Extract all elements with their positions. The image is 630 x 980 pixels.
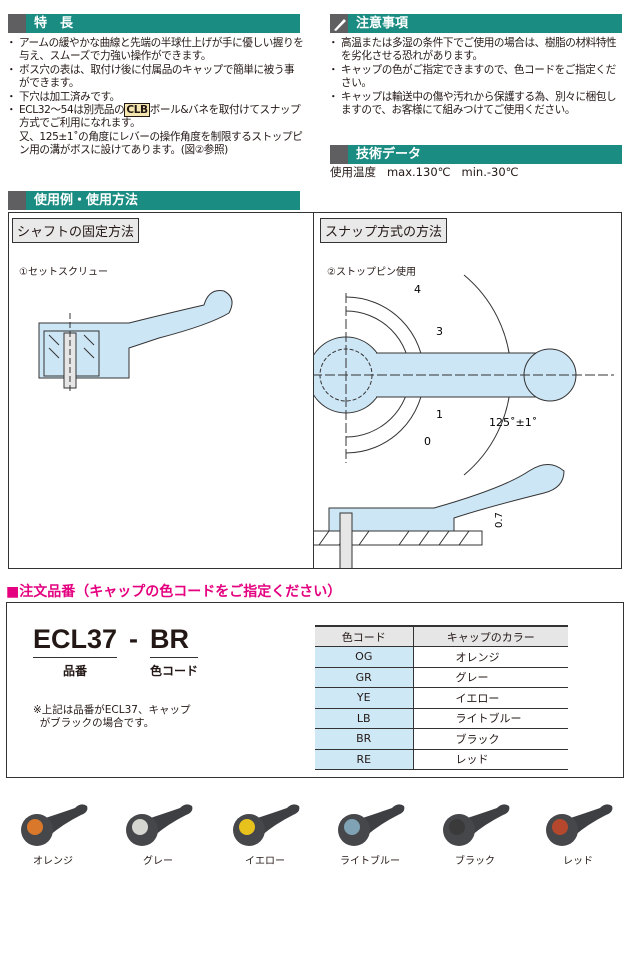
product-image-2: イエロー <box>215 800 315 867</box>
product-image-0: オレンジ <box>3 800 103 867</box>
color-cell: レッド <box>413 749 568 770</box>
product-image-1: グレー <box>108 800 208 867</box>
product-label: ライトブルー <box>340 856 400 867</box>
pencil-icon <box>334 19 346 31</box>
cap-icon <box>449 819 465 835</box>
scale-mark: 4 <box>414 283 421 296</box>
tech-temp: 使用温度 max.130℃ min.-30℃ <box>330 165 519 179</box>
product-image-5: レッド <box>528 800 628 867</box>
scale-mark: 0 <box>424 435 431 448</box>
cautions-title: 注意事項 <box>356 16 409 31</box>
lever-icon <box>338 804 405 846</box>
product-image-4: ブラック <box>425 800 525 867</box>
snap-method-label: スナップ方式の方法 <box>320 218 448 243</box>
code-cell: OG <box>315 646 414 668</box>
product-label: ブラック <box>455 856 495 867</box>
set-screw-label: ①セットスクリュー <box>19 267 108 278</box>
lever-icon <box>233 804 300 846</box>
color-cell: ブラック <box>413 728 568 750</box>
color-code-label: 色コード <box>150 657 199 679</box>
code-cell: BR <box>315 728 414 750</box>
code-cell: LB <box>315 708 414 729</box>
set-screw-diagram <box>38 290 233 393</box>
color-code: BR <box>150 624 190 654</box>
scale-mark: 3 <box>436 325 443 338</box>
color-code-group: BR 色コード <box>150 621 199 679</box>
feature-text: ECL32～54は別売品の <box>19 104 125 117</box>
product-label: グレー <box>143 856 173 867</box>
features-header: 特 長 <box>8 14 300 33</box>
cap-icon <box>239 819 255 835</box>
header-color: キャップのカラー <box>413 625 568 647</box>
cap-icon <box>27 819 43 835</box>
color-cell: オレンジ <box>413 646 568 668</box>
order-box: ECL37 品番 - BR 色コード ※上記は品番がECL37、キャップ がブラ… <box>6 602 624 778</box>
lever-icon <box>21 804 88 846</box>
cap-icon <box>132 819 148 835</box>
scale-mark: 1 <box>436 408 443 421</box>
code-cell: GR <box>315 667 414 688</box>
clb-badge: CLB <box>124 103 150 118</box>
part-number: ECL37 <box>33 624 118 654</box>
header-code: 色コード <box>315 625 414 647</box>
angle-label: 125˚±1˚ <box>489 416 537 429</box>
dimension-label: 0.7 <box>494 512 505 528</box>
shaft-fix-label: シャフトの固定方法 <box>12 218 140 243</box>
feature-item: ボス穴の表は、取付け後に付属品のキャップで簡単に被う事ができます。 <box>6 64 304 91</box>
cap-icon <box>344 819 360 835</box>
color-cell: イエロー <box>413 687 568 709</box>
cap-icon <box>552 819 568 835</box>
lever-icon <box>126 804 193 846</box>
caution-item: キャップは輸送中の傷や汚れから保護する為、別々に梱包しますので、お客様にて組みつ… <box>328 91 624 118</box>
note-line: ※上記は品番がECL37、キャップ <box>33 704 191 716</box>
color-cell: グレー <box>413 667 568 688</box>
code-cell: RE <box>315 749 414 770</box>
stop-pin-label: ②ストップピン使用 <box>327 267 416 278</box>
part-number-group: ECL37 品番 <box>33 621 118 679</box>
caution-item: キャップの色がご指定できますので、色コードをご指定ください。 <box>328 64 624 91</box>
part-number-label: 品番 <box>33 657 118 679</box>
stop-pin-diagram: 4 3 1 0 125˚±1˚ 0.7 <box>314 274 614 568</box>
feature-text: 又、125±1˚の角度にレバーの操作角度を制限するストップピン用の溝がボスに設け… <box>19 130 303 157</box>
product-label: レッド <box>563 856 593 867</box>
cautions-list: 高温または多湿の条件下でご使用の場合は、樹脂の材料特性を劣化させる恐れがあります… <box>328 37 624 118</box>
features-title: 特 長 <box>34 16 74 31</box>
feature-item: 下穴は加工済みです。 <box>6 91 304 105</box>
feature-item: アームの緩やかな曲線と先端の半球仕上げが手に優しい握りを与え、スムーズで力強い操… <box>6 37 304 64</box>
usage-diagram-box: シャフトの固定方法 ①セットスクリュー スナップ方式の方法 ②ストップピン使用 … <box>8 212 622 569</box>
tech-header: 技術データ <box>330 145 622 164</box>
features-list: アームの緩やかな曲線と先端の半球仕上げが手に優しい握りを与え、スムーズで力強い操… <box>6 37 304 158</box>
usage-title: 使用例・使用方法 <box>34 193 139 208</box>
caution-item: 高温または多湿の条件下でご使用の場合は、樹脂の材料特性を劣化させる恐れがあります… <box>328 37 624 64</box>
color-cell: ライトブルー <box>413 708 568 729</box>
lever-icon <box>443 804 510 846</box>
note-line: がブラックの場合です。 <box>39 717 155 729</box>
order-title: ■注文品番（キャップの色コードをご指定ください） <box>6 584 342 600</box>
lever-icon <box>546 804 613 846</box>
order-note: ※上記は品番がECL37、キャップ がブラックの場合です。 <box>33 704 190 730</box>
temp-label: 使用温度 <box>330 165 376 179</box>
order-number: ECL37 品番 - BR 色コード <box>33 621 199 679</box>
usage-header: 使用例・使用方法 <box>8 191 300 210</box>
product-label: オレンジ <box>33 856 73 867</box>
feature-text: ボール&バネを取付けてスナップ方式でご利用になれます。 <box>19 104 301 130</box>
tech-title: 技術データ <box>356 147 422 162</box>
feature-item: ECL32～54は別売品のCLBボール&バネを取付けてスナップ方式でご利用になれ… <box>6 103 304 158</box>
temp-max: max.130℃ <box>386 165 451 179</box>
temp-min: min.-30℃ <box>461 165 519 179</box>
cautions-header: 注意事項 <box>330 14 622 33</box>
code-cell: YE <box>315 687 414 709</box>
product-image-3: ライトブルー <box>320 800 420 867</box>
product-label: イエロー <box>245 856 285 867</box>
part-separator: - <box>129 624 139 654</box>
